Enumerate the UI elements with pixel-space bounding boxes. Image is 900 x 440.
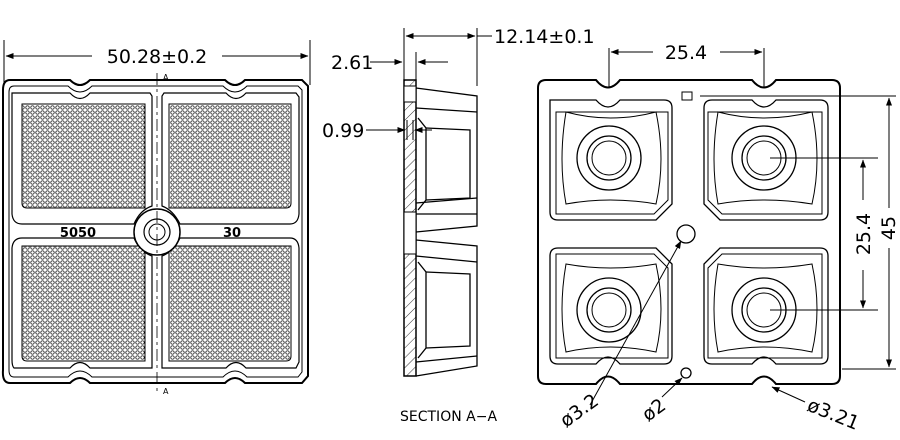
- section-marker-top: A: [163, 73, 169, 82]
- hole-large: [676, 224, 696, 244]
- back-view: 25.4: [537, 42, 900, 435]
- section-marker-bottom: A: [163, 387, 169, 396]
- hole-edge-label: ø3.21: [804, 394, 862, 435]
- dimension-wall-thickness: 2.61: [331, 52, 448, 92]
- dimension-pitch-vertical: 25.4: [770, 157, 878, 311]
- hole-small: [680, 367, 692, 379]
- callout-hole-edge: ø3.21: [771, 386, 862, 435]
- cell-top-left: [549, 99, 673, 221]
- dimension-overall-depth: 12.14±0.1: [403, 26, 595, 86]
- pitch-vertical-label: 25.4: [853, 213, 875, 255]
- base-thickness-label: 0.99: [322, 120, 364, 142]
- cell-bottom-right: [703, 247, 829, 365]
- section-view: 12.14±0.1 2.61 0.99: [322, 26, 595, 425]
- section-lens-lower: [415, 239, 478, 377]
- lens-quadrant-bottom-left: [11, 237, 153, 369]
- overall-width-label: 50.28±0.2: [107, 46, 208, 68]
- callout-hole-small: ø2: [638, 377, 683, 426]
- alignment-pin: [681, 91, 693, 101]
- hole-large-label: ø3.2: [556, 390, 603, 432]
- marking-30: 30: [223, 226, 241, 241]
- wall-thickness-label: 2.61: [331, 52, 373, 74]
- overall-height-label: 45: [878, 216, 900, 240]
- hole-small-label: ø2: [638, 394, 670, 426]
- front-view: 50.28±0.2 A A 50: [1, 40, 311, 396]
- lens-quadrant-bottom-right: [161, 237, 300, 369]
- dimension-overall-height: 45: [700, 95, 900, 370]
- cell-bottom-left: [549, 247, 673, 365]
- pitch-horizontal-label: 25.4: [665, 42, 707, 64]
- overall-depth-label: 12.14±0.1: [494, 26, 595, 48]
- section-title: SECTION A−A: [400, 409, 497, 425]
- marking-5050: 5050: [60, 226, 96, 241]
- section-lens-upper: [415, 87, 478, 233]
- dimension-overall-width: 50.28±0.2: [3, 40, 311, 85]
- lens-quadrant-top-right: [161, 92, 300, 225]
- lens-quadrant-top-left: [11, 92, 153, 225]
